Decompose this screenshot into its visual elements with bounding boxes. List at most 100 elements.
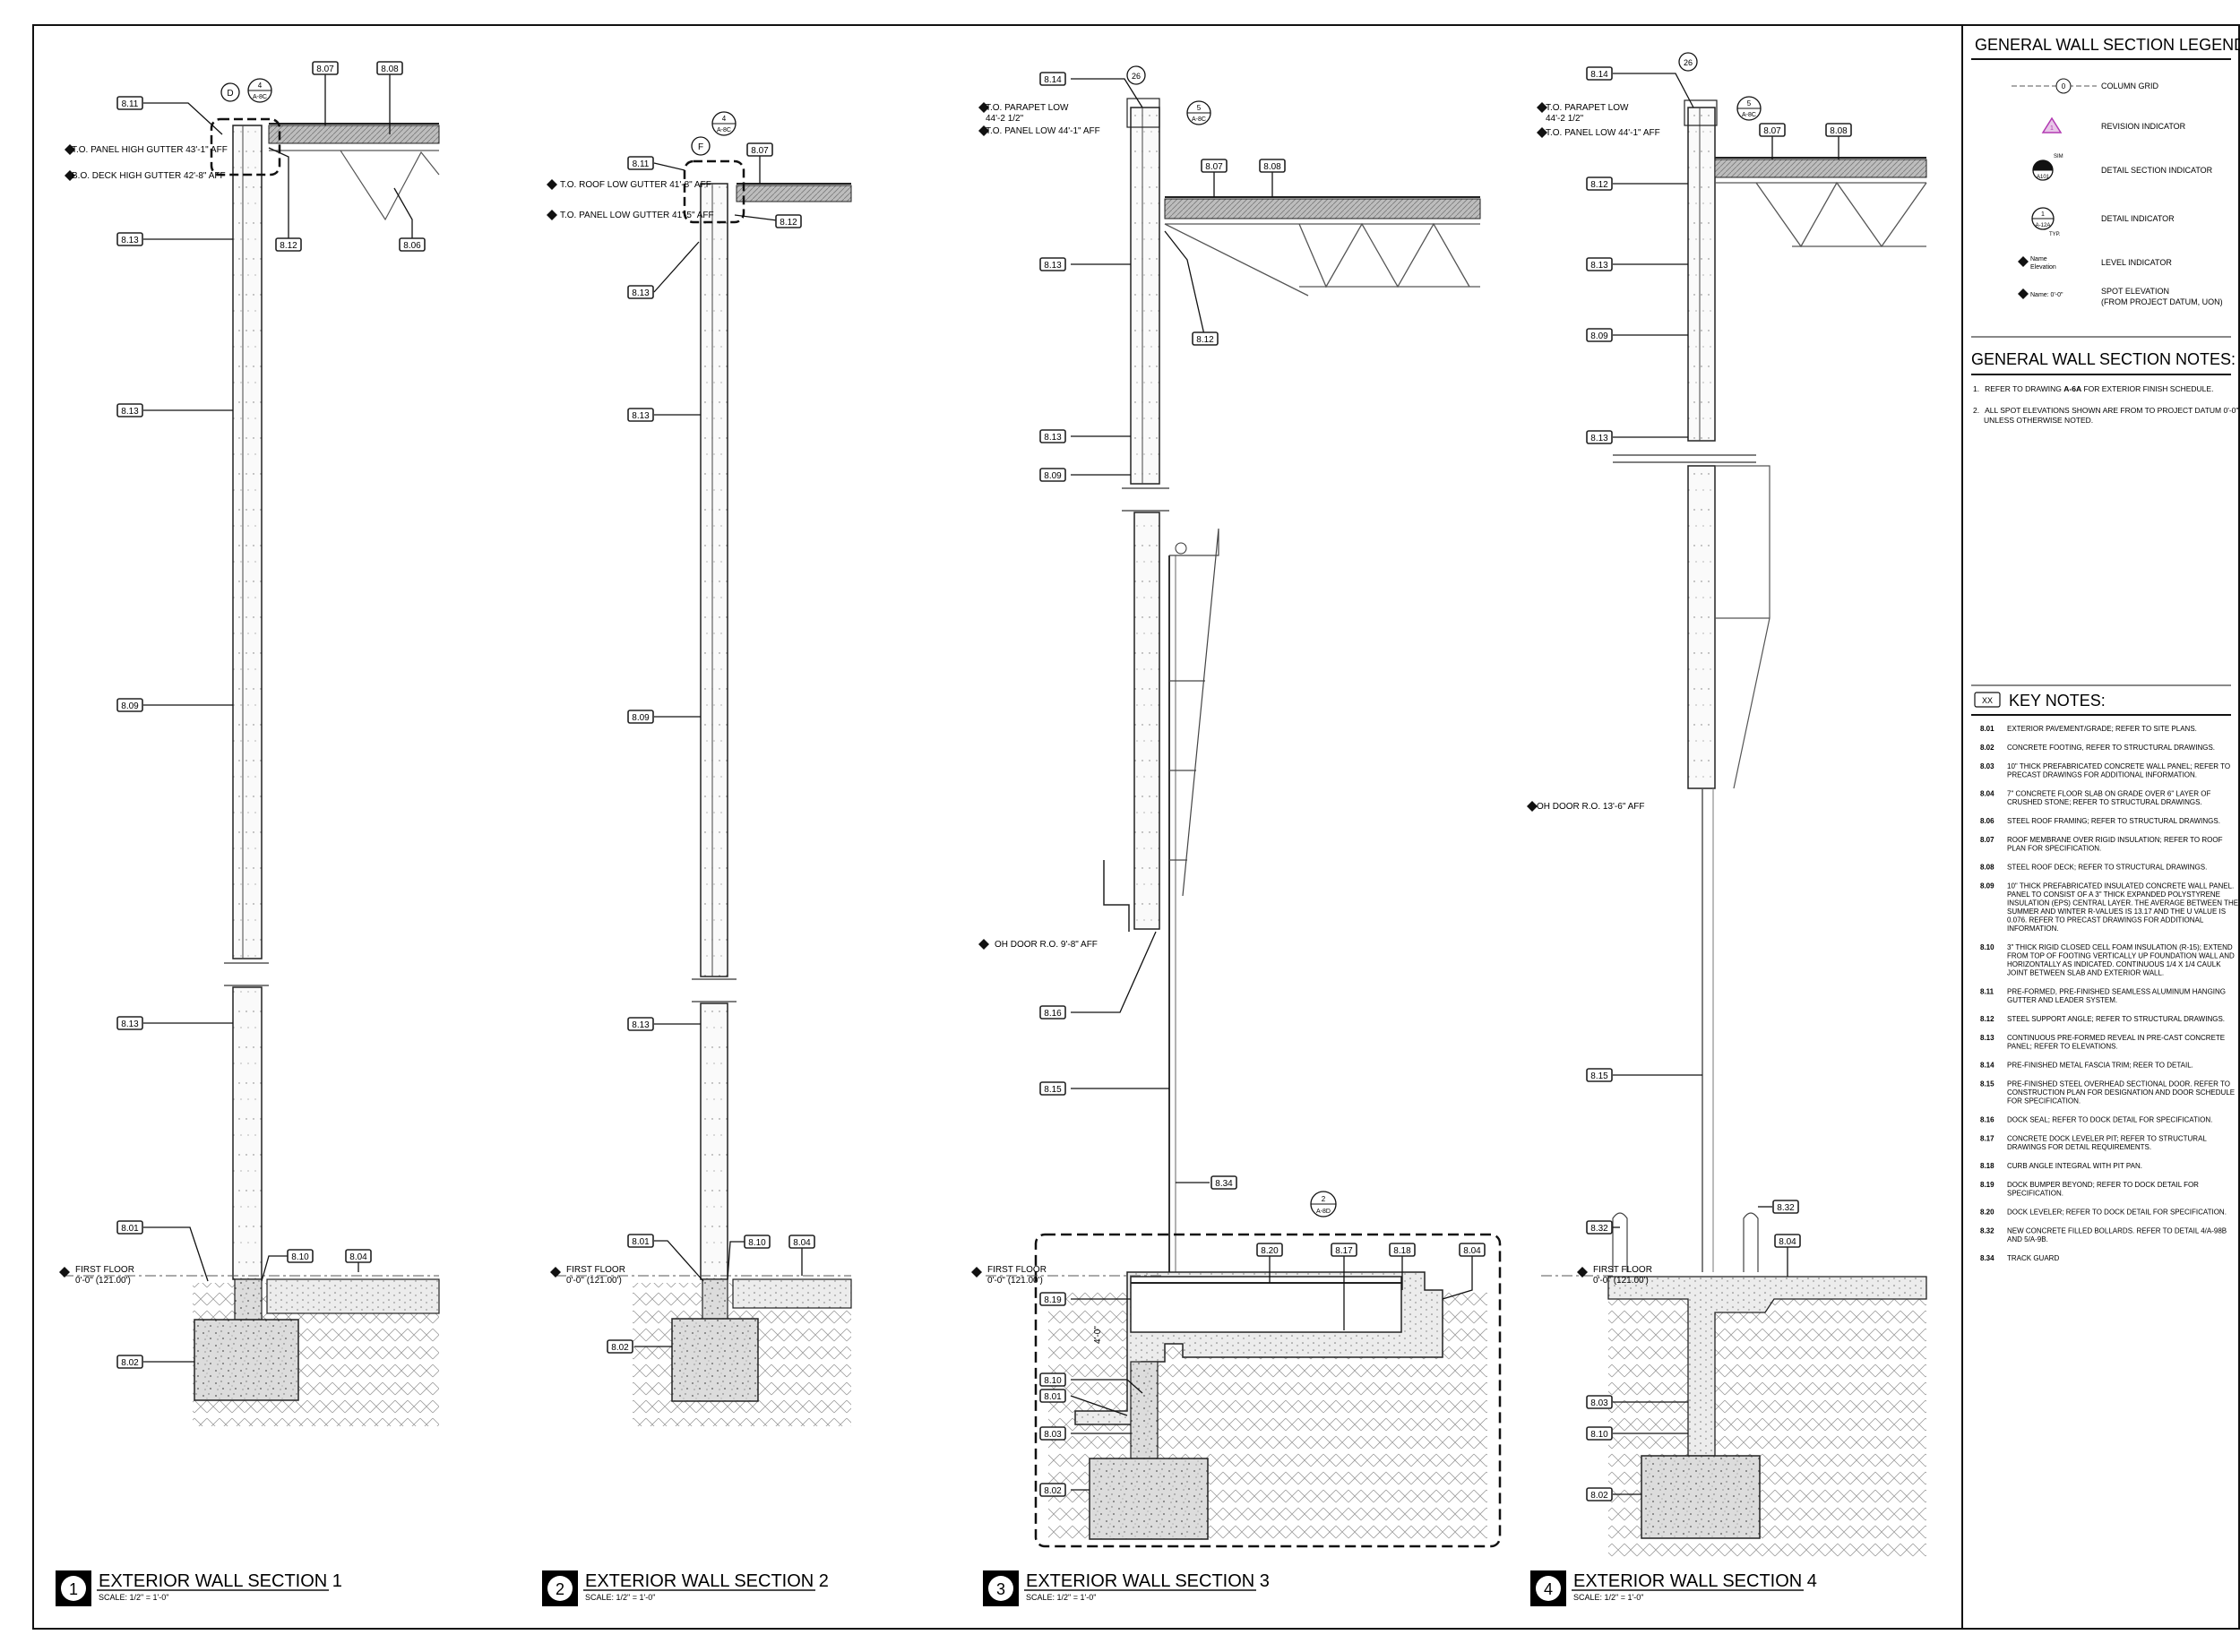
- legend-label: SPOT ELEVATION: [2101, 287, 2169, 296]
- keynote-text: 3" THICK RIGID CLOSED CELL FOAM INSULATI…: [2007, 943, 2233, 951]
- svg-text:8.13: 8.13: [632, 411, 650, 421]
- svg-text:8.19: 8.19: [1044, 1295, 1062, 1305]
- keynote-code: 8.19: [1980, 1181, 1994, 1189]
- keynote-text: TRACK GUARD: [2007, 1254, 2059, 1262]
- svg-text:8.14: 8.14: [1590, 70, 1608, 80]
- svg-text:8.08: 8.08: [1263, 162, 1281, 172]
- svg-text:44'-2 1/2": 44'-2 1/2": [1546, 114, 1584, 124]
- roof-deck: [1714, 159, 1927, 178]
- level-marker: FIRST FLOOR 0'-0" (121.00'): [550, 1265, 625, 1286]
- keynote-text: SUMMER AND WINTER R-VALUES IS 13.17 AND …: [2007, 908, 2226, 916]
- keynote-tag: 8.09: [116, 698, 143, 712]
- svg-text:8.10: 8.10: [291, 1252, 309, 1262]
- svg-text:SIM: SIM: [2054, 154, 2063, 159]
- footing: [194, 1319, 299, 1401]
- keynote-text: STEEL ROOF DECK; REFER TO STRUCTURAL DRA…: [2007, 864, 2207, 872]
- keynote-code: 8.34: [1980, 1254, 1994, 1262]
- keynote-tag: 8.02: [116, 1355, 143, 1369]
- keynote-text: STEEL ROOF FRAMING; REFER TO STRUCTURAL …: [2007, 817, 2220, 825]
- keynote-text: CONSTRUCTION PLAN FOR DESIGNATION AND DO…: [2007, 1088, 2235, 1097]
- svg-text:44'-2 1/2": 44'-2 1/2": [986, 114, 1024, 124]
- level-marker: FIRST FLOOR 0'-0" (121.00'): [971, 1265, 1047, 1286]
- keynote-tag: 8.02: [1586, 1487, 1613, 1501]
- keynote-text: PANEL TO CONSIST OF A 3" THICK EXPANDED …: [2007, 891, 2220, 899]
- svg-text:8.11: 8.11: [122, 99, 139, 109]
- keynote-tag: 8.06: [399, 237, 426, 252]
- svg-text:8.18: 8.18: [1393, 1246, 1411, 1256]
- section-number: 4: [1544, 1580, 1553, 1598]
- keynote-tag: 8.01: [627, 1234, 654, 1248]
- svg-text:8.09: 8.09: [121, 701, 139, 711]
- keynote-tag: 8.32: [1586, 1220, 1613, 1235]
- legend-label: REVISION INDICATOR: [2101, 122, 2186, 131]
- keynote-text: NEW CONCRETE FILLED BOLLARDS. REFER TO D…: [2007, 1227, 2227, 1235]
- svg-text:8.03: 8.03: [1590, 1398, 1608, 1408]
- keynote-text: PRE-FORMED, PRE-FINISHED SEAMLESS ALUMIN…: [2007, 988, 2226, 996]
- section-number: 3: [996, 1580, 1005, 1598]
- note-2-cont: UNLESS OTHERWISE NOTED.: [1984, 416, 2093, 425]
- svg-text:Name: 0'-0": Name: 0'-0": [2030, 292, 2063, 298]
- svg-text:A-8C: A-8C: [1192, 116, 1206, 123]
- legend-label: (FROM PROJECT DATUM, UON): [2101, 297, 2223, 306]
- svg-text:8.01: 8.01: [121, 1224, 139, 1234]
- foundation-wall: [234, 1278, 263, 1321]
- svg-text:T.O. ROOF LOW GUTTER 41'-8" AF: T.O. ROOF LOW GUTTER 41'-8" AFF: [560, 180, 711, 190]
- svg-text:8.20: 8.20: [1261, 1246, 1279, 1256]
- floor-slab: [732, 1278, 852, 1309]
- keynote-tag: 8.01: [116, 1220, 143, 1235]
- roof-joist: [1715, 181, 1927, 248]
- keynote-tag: 8.13: [1586, 430, 1613, 444]
- svg-text:8.12: 8.12: [780, 218, 797, 228]
- svg-text:8.32: 8.32: [1777, 1203, 1795, 1213]
- keynote-text: FOR SPECIFICATION.: [2007, 1097, 2081, 1106]
- gutter-detail-cloud: [683, 159, 745, 224]
- detail-section-indicator-icon: A101 SIM: [2032, 154, 2063, 181]
- svg-text:XX: XX: [1982, 696, 1993, 705]
- keynote-text: CONCRETE DOCK LEVELER PIT; REFER TO STRU…: [2007, 1135, 2207, 1143]
- detail-section-bubble: 2 A-8D: [1310, 1191, 1337, 1217]
- svg-text:8.07: 8.07: [751, 146, 769, 156]
- detail-section-bubble: 4 A-8C: [711, 111, 737, 136]
- svg-text:T.O. PANEL HIGH GUTTER 43'-1": T.O. PANEL HIGH GUTTER 43'-1" AFF: [72, 145, 228, 155]
- bollard-right: [1743, 1212, 1759, 1272]
- svg-text:FIRST FLOOR: FIRST FLOOR: [75, 1265, 134, 1275]
- floor-slab: [1607, 1276, 1927, 1457]
- legend-label: COLUMN GRID: [2101, 82, 2159, 90]
- keynote-tag: 8.09: [1586, 328, 1613, 342]
- dock-pit-cloud: [1034, 1233, 1502, 1548]
- keynote-text: CURB ANGLE INTEGRAL WITH PIT PAN.: [2007, 1162, 2142, 1170]
- keynote-tag: 8.10: [1039, 1372, 1066, 1387]
- legend-title: GENERAL WALL SECTION LEGEND:: [1975, 36, 2240, 54]
- wall-panel-mid: [1687, 465, 1716, 789]
- svg-text:8.11: 8.11: [633, 159, 650, 169]
- keynote-tag: 8.15: [1039, 1081, 1066, 1096]
- svg-text:T.O. PANEL LOW 44'-1" AFF: T.O. PANEL LOW 44'-1" AFF: [1546, 128, 1660, 138]
- svg-text:8.09: 8.09: [1590, 331, 1608, 341]
- svg-text:5: 5: [1197, 104, 1202, 112]
- keynote-code: 8.13: [1980, 1034, 1994, 1042]
- keynote-code: 8.20: [1980, 1209, 1994, 1217]
- keynote-tag: 8.04: [788, 1235, 815, 1249]
- keynote-code: 8.06: [1980, 817, 1994, 825]
- keynote-text: AND 5/A-9B.: [2007, 1235, 2048, 1243]
- parapet-detail-cloud: [1684, 99, 1718, 126]
- keynote-tag: 8.18: [1389, 1243, 1416, 1257]
- svg-text:8.13: 8.13: [121, 236, 139, 245]
- door-guide: [1169, 528, 1219, 897]
- svg-text:T.O. PARAPET LOW: T.O. PARAPET LOW: [986, 103, 1069, 113]
- keynote-tag: 8.13: [1039, 257, 1066, 271]
- section-title: EXTERIOR WALL SECTION 4: [1573, 1571, 1817, 1591]
- keynote-text: PRE-FINISHED METAL FASCIA TRIM; REER TO …: [2007, 1062, 2193, 1070]
- section-title: EXTERIOR WALL SECTION 1: [99, 1571, 342, 1591]
- svg-text:4: 4: [722, 115, 727, 123]
- keynote-tag: 8.11: [627, 156, 654, 170]
- keynote-tag: 8.13: [1586, 257, 1613, 271]
- column-grid-icon: 0: [2012, 78, 2097, 94]
- keynote-tag: 8.13: [627, 285, 654, 299]
- level-marker: T.O. PANEL LOW 44'-1" AFF: [1537, 127, 1660, 138]
- svg-text:A101: A101: [2037, 175, 2050, 180]
